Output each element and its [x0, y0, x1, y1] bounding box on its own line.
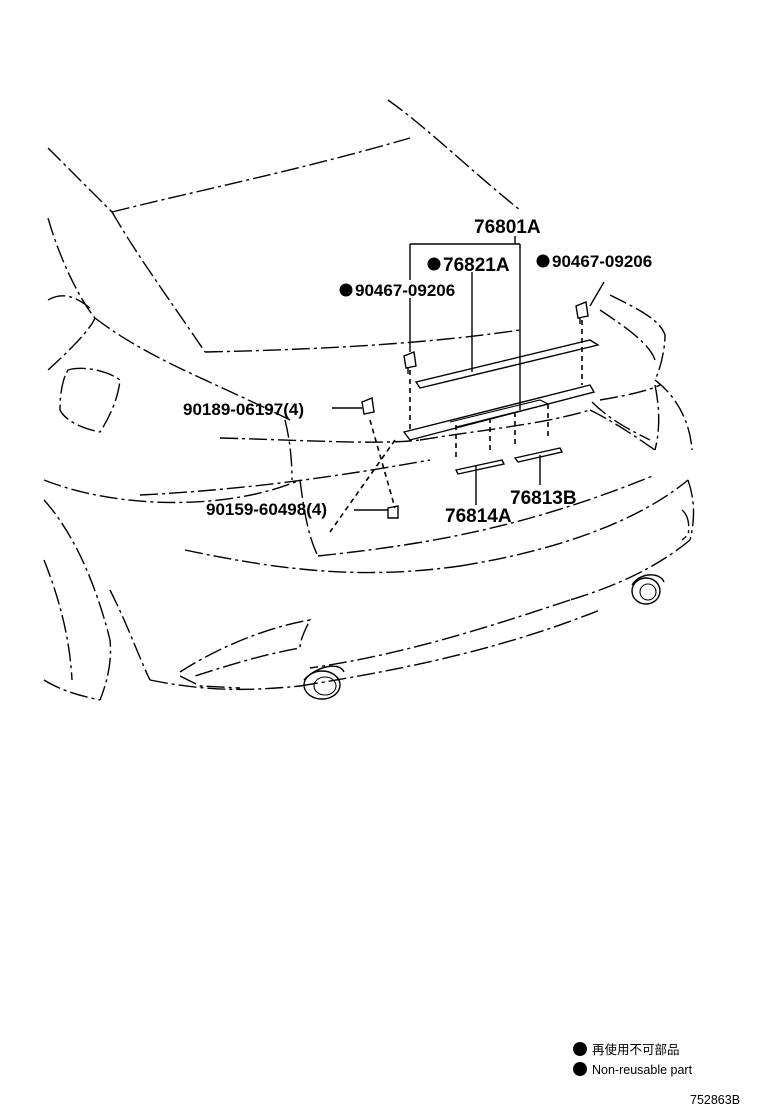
label-90189: 90189-06197(4) [183, 400, 304, 419]
legend: 再使用不可部品 Non-reusable part [573, 1042, 693, 1077]
leader-lines [332, 236, 605, 511]
clip-left-icon [403, 351, 417, 374]
legend-dot-icon [573, 1042, 587, 1056]
garnish-parts [329, 320, 600, 533]
label-76814A: 76814A [445, 506, 512, 527]
non-reusable-dot-icon [339, 283, 353, 297]
label-76821A: 76821A [443, 255, 510, 276]
legend-dot-icon [573, 1062, 587, 1076]
non-reusable-dot-icon [427, 257, 441, 271]
label-90467-left: 90467-09206 [355, 281, 455, 300]
diagram-code: 752863B [690, 1093, 740, 1107]
label-76801A: 76801A [474, 217, 541, 238]
label-90467-right: 90467-09206 [552, 252, 652, 271]
clip-right-icon [575, 301, 589, 324]
legend-en: Non-reusable part [592, 1063, 693, 1077]
screw-90159-icon [387, 505, 399, 519]
label-76813B: 76813B [510, 488, 577, 509]
nut-90189-icon [361, 397, 375, 415]
legend-jp: 再使用不可部品 [592, 1042, 680, 1057]
car-body-outline [43, 99, 695, 701]
label-90159: 90159-60498(4) [206, 500, 327, 519]
non-reusable-dot-icon [536, 254, 550, 268]
